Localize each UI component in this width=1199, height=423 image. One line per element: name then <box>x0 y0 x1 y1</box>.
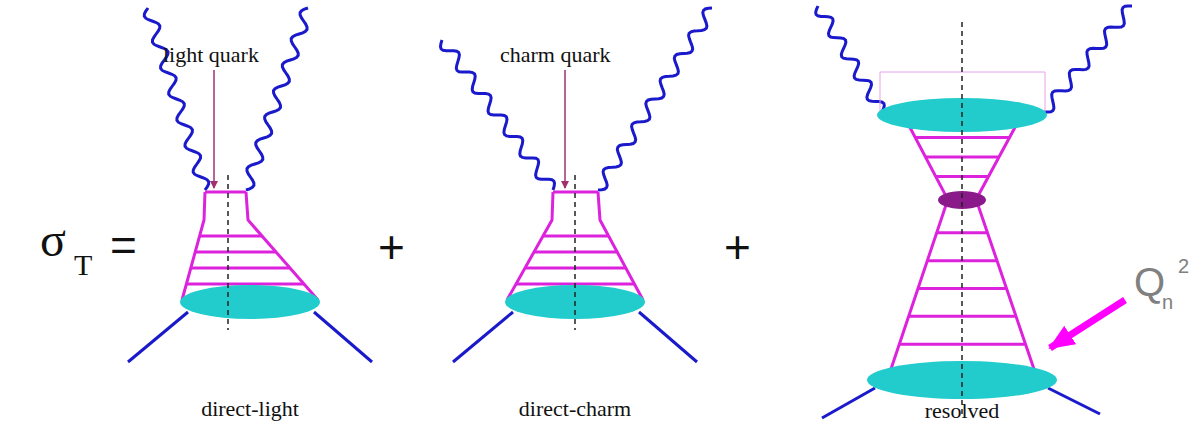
photon-line <box>598 8 712 190</box>
gluon-rung <box>915 136 1009 139</box>
diagram-caption: direct-light <box>201 398 299 420</box>
gluon-rung <box>200 235 262 238</box>
pointer-label: light quark <box>163 44 259 66</box>
diagram-caption: resolved <box>925 400 1000 422</box>
photon-line <box>144 8 208 190</box>
proton-blob <box>180 285 320 319</box>
pointer-arrow <box>564 70 566 188</box>
gluon-rung <box>205 191 246 194</box>
gluon-rung <box>909 315 1016 318</box>
gluon-rung <box>191 267 290 270</box>
plus-sign: + <box>378 224 405 270</box>
cut-lines <box>228 22 962 418</box>
pointer-label: charm quark <box>500 44 611 66</box>
gluon-rung <box>543 235 609 238</box>
gluon-rung <box>195 251 276 254</box>
subscript: n <box>1162 292 1173 312</box>
photon-line <box>246 8 308 190</box>
diagram-caption: direct-charm <box>519 398 631 420</box>
superscript: 2 <box>1178 256 1189 276</box>
plus-sign: + <box>724 224 751 270</box>
photon-line <box>1044 6 1132 112</box>
scale-arrow <box>1050 300 1125 348</box>
scale-symbol: Q <box>1134 262 1165 302</box>
photon-line <box>816 6 885 112</box>
sigma-symbol: σ <box>40 216 66 264</box>
gluon-rung <box>899 343 1025 346</box>
pointer-arrow <box>213 70 215 188</box>
subscript: T <box>74 250 92 280</box>
equals-sign: = <box>110 222 137 268</box>
